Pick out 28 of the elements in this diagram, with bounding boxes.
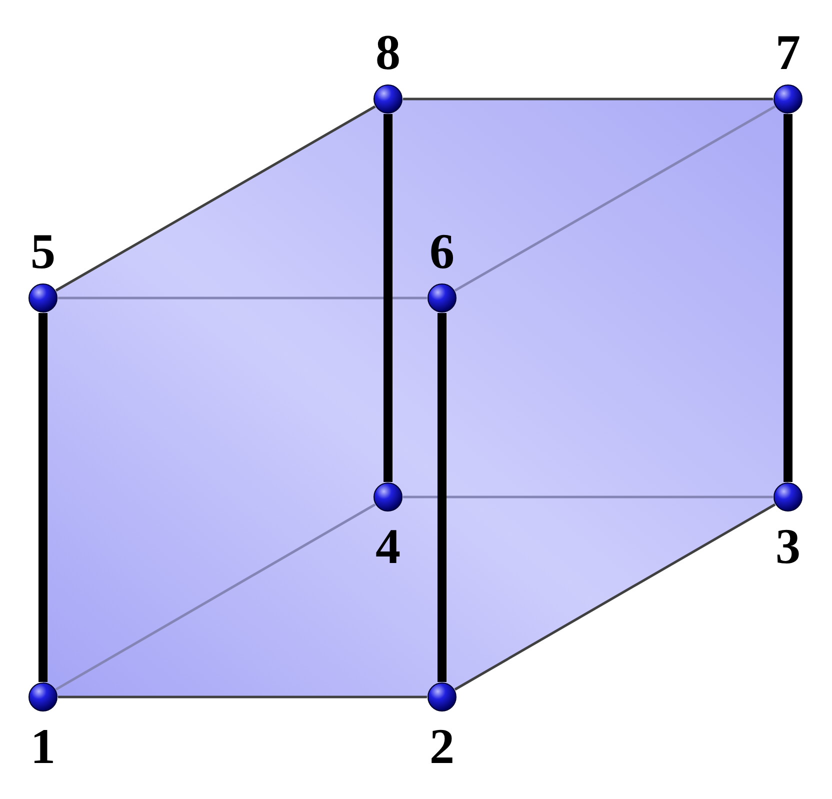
vertex-number: 8 [374, 27, 402, 77]
vertex-sphere [28, 283, 58, 313]
cube-edge [403, 496, 773, 498]
vertex-sphere [427, 283, 457, 313]
vertex-number: 6 [428, 226, 456, 276]
cube-edge [384, 114, 392, 482]
vertex-number: 3 [774, 521, 802, 571]
cube-edge [55, 105, 376, 292]
cube-edge [438, 313, 446, 682]
vertex-number: 4 [374, 521, 402, 571]
cube-edge [454, 503, 776, 691]
cube-edge [38, 313, 48, 682]
vertex-sphere [28, 682, 58, 712]
vertex-number: 2 [428, 721, 456, 771]
vertex-number: 7 [774, 27, 802, 77]
vertex-sphere [427, 682, 457, 712]
vertex-sphere [773, 84, 803, 114]
vertex-sphere [373, 84, 403, 114]
cube-edge [403, 98, 773, 100]
vertex-sphere [373, 482, 403, 512]
vertex-number: 5 [30, 226, 56, 276]
cube-edge [784, 114, 792, 482]
cube-edge [454, 105, 776, 292]
vertex-number: 1 [30, 721, 56, 771]
vertex-sphere [773, 482, 803, 512]
cube-edge [55, 503, 376, 691]
cube-edge [58, 696, 427, 698]
cube-edge [58, 296, 427, 300]
